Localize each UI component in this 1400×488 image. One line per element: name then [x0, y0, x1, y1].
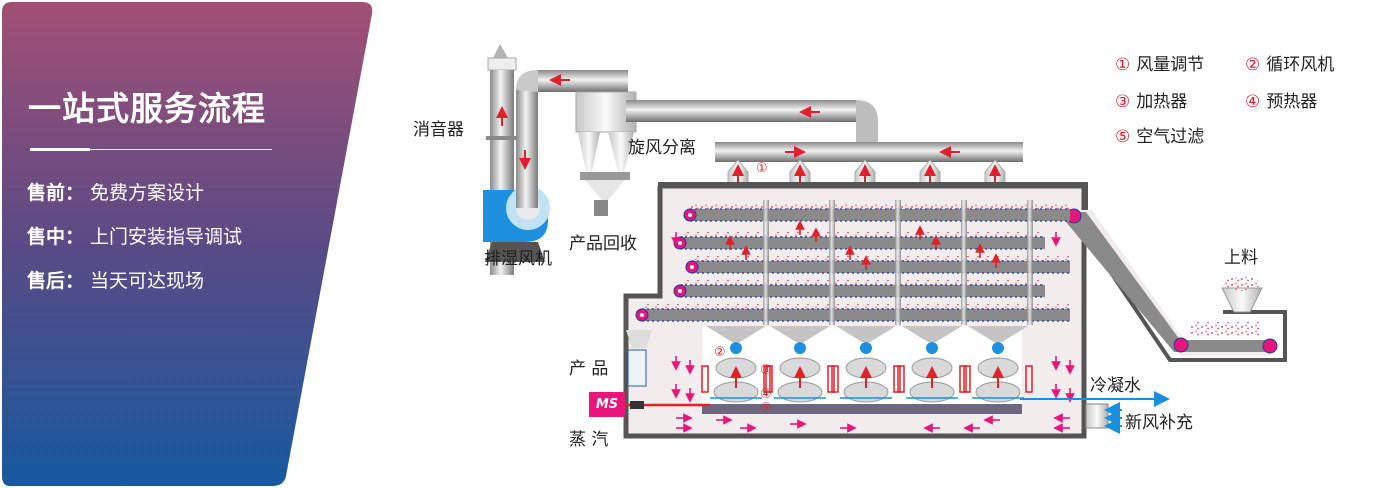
marker-air-filter: ⑤ [760, 401, 772, 416]
feeding-hopper [1221, 277, 1263, 313]
steam-line [625, 401, 710, 409]
incline-conveyor [1066, 208, 1278, 356]
heater-coil [959, 365, 967, 393]
roller-hub [688, 213, 692, 217]
hopper [770, 326, 830, 342]
heater-coil [897, 365, 905, 393]
heater-coil [1025, 365, 1033, 393]
heater-coil [827, 365, 835, 393]
roller-hub [690, 265, 694, 269]
airflow-arrows [671, 220, 1075, 433]
material-layer [690, 204, 1070, 209]
label-fresh-air: 新风补充 [1125, 413, 1193, 433]
conveyor-belt [680, 285, 1045, 297]
label-feeding: 上料 [1224, 248, 1258, 268]
hopper [706, 326, 766, 342]
marker-damper: ① [756, 161, 768, 176]
material-layer [642, 304, 1070, 309]
service-key: 售中： [27, 226, 85, 248]
service-value: 免费方案设计 [90, 182, 205, 204]
service-key: 售后： [27, 270, 85, 292]
marker-circulation-fan: ② [714, 345, 726, 360]
steam-source-box: MS [589, 392, 625, 417]
roller-hub [640, 313, 644, 317]
partition [961, 200, 967, 325]
dryer-process-diagram: 消音器 旋风分离 排湿风机 产品回收 产 品 蒸 汽 MS 上料 冷凝水 新风补… [380, 0, 1400, 488]
hopper [902, 326, 962, 342]
partition [763, 200, 769, 325]
partition [829, 200, 835, 325]
title-underline-accent [30, 148, 90, 151]
hopper [836, 326, 896, 342]
service-in-sale: 售中：上门安装指导调试 [27, 222, 242, 249]
conveyor-belt [692, 261, 1070, 273]
service-key: 售前： [27, 182, 85, 204]
heater-coil [831, 365, 839, 393]
label-product-recovery: 产品回收 [569, 234, 637, 254]
title-underline [90, 149, 272, 150]
conveyor-belts [635, 200, 1070, 325]
conveyor-belt [642, 309, 1070, 321]
roller-hub [678, 289, 682, 293]
label-cyclone: 旋风分离 [628, 138, 696, 158]
air-filter-base [702, 404, 1022, 414]
service-after-sale: 售后：当天可达现场 [27, 266, 204, 293]
panel-background [2, 2, 373, 486]
service-pre-sale: 售前：免费方案设计 [27, 178, 204, 205]
roller-hub [678, 241, 682, 245]
heater-coil [893, 365, 901, 393]
dampers [727, 159, 1006, 185]
conveyor-belt [690, 209, 1070, 221]
material-layer [680, 232, 1045, 237]
circulation-fan [794, 342, 806, 354]
conveyor-belt [680, 237, 1045, 249]
material-layer [680, 280, 1045, 285]
partition [1027, 200, 1033, 325]
return-duct [626, 100, 878, 150]
heater-coil [963, 365, 971, 393]
partition [895, 200, 901, 325]
service-value: 上门安装指导调试 [90, 226, 243, 248]
label-muffler: 消音器 [413, 120, 464, 140]
heater-coil [701, 365, 709, 393]
circulation-fan [992, 342, 1004, 354]
service-panel: 一站式服务流程 售前：免费方案设计 售中：上门安装指导调试 售后：当天可达现场 [0, 0, 380, 488]
circulation-fan [926, 342, 938, 354]
label-steam: 蒸 汽 [569, 430, 609, 450]
label-condensate: 冷凝水 [1090, 376, 1141, 396]
label-product: 产 品 [569, 359, 609, 379]
circulation-fan [860, 342, 872, 354]
material-layer [692, 256, 1070, 261]
hopper [968, 326, 1028, 342]
air-manifold [715, 142, 1023, 162]
heater-units [701, 326, 1033, 414]
heater-coil [765, 365, 773, 393]
exhaust-duct [516, 70, 628, 208]
circulation-fan [730, 342, 742, 354]
fresh-air-inlet [1085, 402, 1122, 434]
diagram-graphics [483, 44, 1287, 439]
marker-preheater: ④ [760, 387, 772, 402]
service-value: 当天可达现场 [90, 270, 205, 292]
marker-heater: ③ [760, 363, 772, 378]
product-bag [626, 330, 652, 387]
panel-title: 一站式服务流程 [28, 89, 266, 128]
label-exhaust-fan: 排湿风机 [484, 249, 552, 269]
